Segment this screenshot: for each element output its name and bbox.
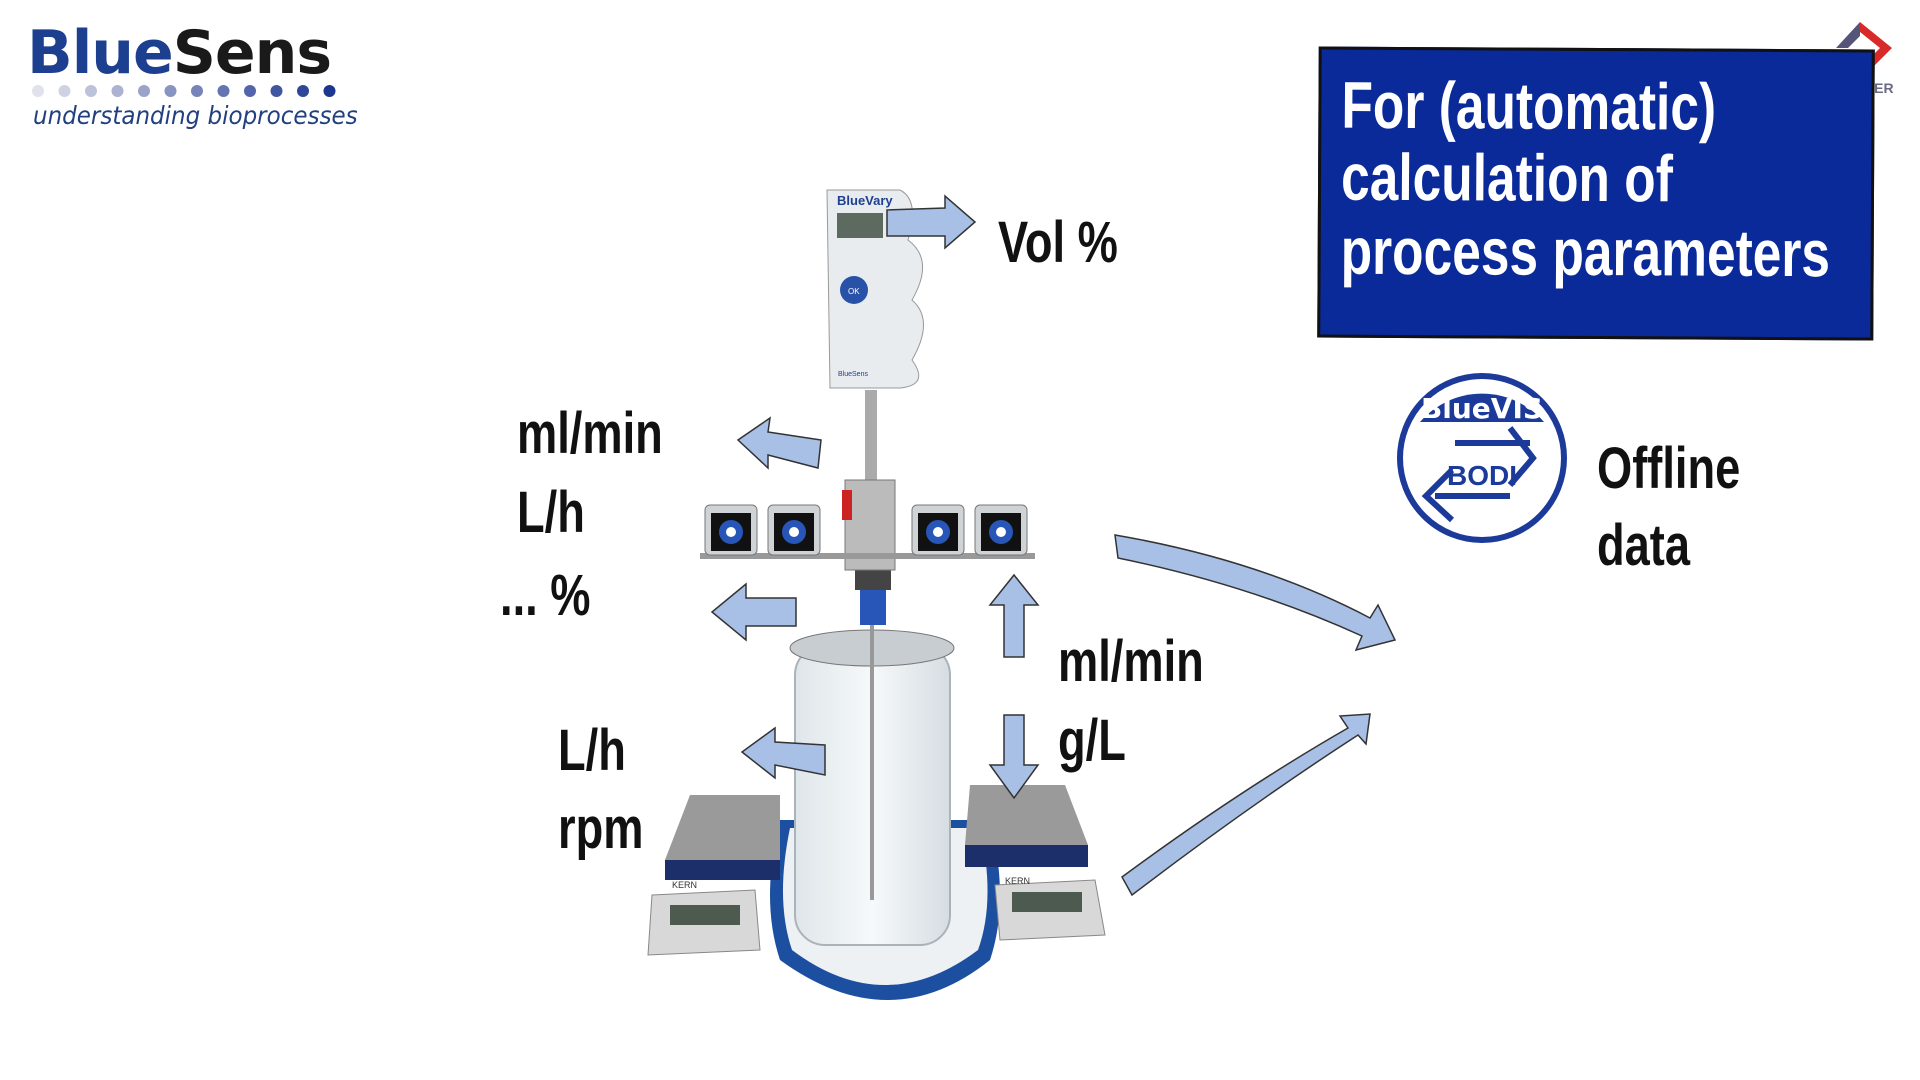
logo-dot	[297, 85, 309, 97]
peristaltic-pump	[911, 504, 965, 556]
pumps	[700, 504, 1035, 559]
label-feed-ml-min: ml/min	[1058, 629, 1204, 694]
label-offline: Offline	[1597, 436, 1741, 501]
bluesens-logo: BlueSens	[27, 18, 332, 88]
label-left-ml-min: ml/min	[517, 401, 663, 466]
leader-logo-icon	[1836, 22, 1892, 68]
arrow-left-mid	[710, 582, 797, 642]
controller-brand: BlueVary	[837, 193, 893, 208]
scale-right-brand: KERN	[1005, 876, 1030, 886]
scale-right: KERN	[965, 785, 1106, 941]
arrow-down-feed	[988, 714, 1040, 800]
arrow-to-offline-top	[1114, 534, 1397, 652]
logo-dots	[32, 85, 336, 97]
peristaltic-pump	[767, 504, 821, 556]
controller-footer: BlueSens	[838, 371, 868, 378]
logo-text-blue: Blue	[27, 18, 174, 88]
bluevary-controller: BlueVary OK BlueSens	[826, 189, 924, 571]
label-data: data	[1597, 513, 1691, 578]
scale-left-brand: KERN	[672, 880, 697, 890]
arrow-to-vol	[886, 194, 977, 250]
glass-vessel	[789, 560, 955, 946]
logo-dot	[191, 85, 203, 97]
arrow-to-offline-bottom	[1121, 713, 1371, 897]
arrow-left-top	[736, 416, 822, 470]
logo-tagline: understanding bioprocesses	[33, 101, 358, 130]
peristaltic-pump	[704, 504, 758, 556]
controller-ok-button: OK	[848, 287, 860, 296]
scale-left: KERN	[647, 795, 780, 956]
logo-dot	[217, 85, 230, 97]
logo-dot	[32, 85, 44, 97]
logo-dot	[138, 85, 150, 97]
logo-dot	[58, 85, 71, 97]
arrow-up-feed	[988, 573, 1040, 658]
label-left-l-h: L/h	[517, 480, 585, 545]
logo-dot	[164, 85, 177, 97]
label-rpm: rpm	[558, 796, 644, 861]
label-gas-l-h: L/h	[558, 718, 626, 783]
logo-text-dark: Sens	[172, 18, 332, 88]
bodi-text: BODI	[1447, 460, 1517, 491]
bluevis-bodi-logo: BlueVIS BODI	[1397, 373, 1567, 543]
logo-dot	[270, 85, 283, 97]
peristaltic-pump	[974, 504, 1028, 556]
arrow-left-low	[740, 726, 826, 780]
logo-dot	[244, 85, 256, 97]
label-vol-percent: Vol %	[998, 210, 1118, 275]
logo-dot	[111, 85, 124, 97]
label-left-percent: ... %	[500, 563, 591, 628]
label-feed-g-l: g/L	[1058, 708, 1126, 773]
bluevis-title: BlueVIS	[1421, 392, 1543, 425]
logo-dot	[323, 85, 336, 97]
logo-dot	[85, 85, 97, 97]
